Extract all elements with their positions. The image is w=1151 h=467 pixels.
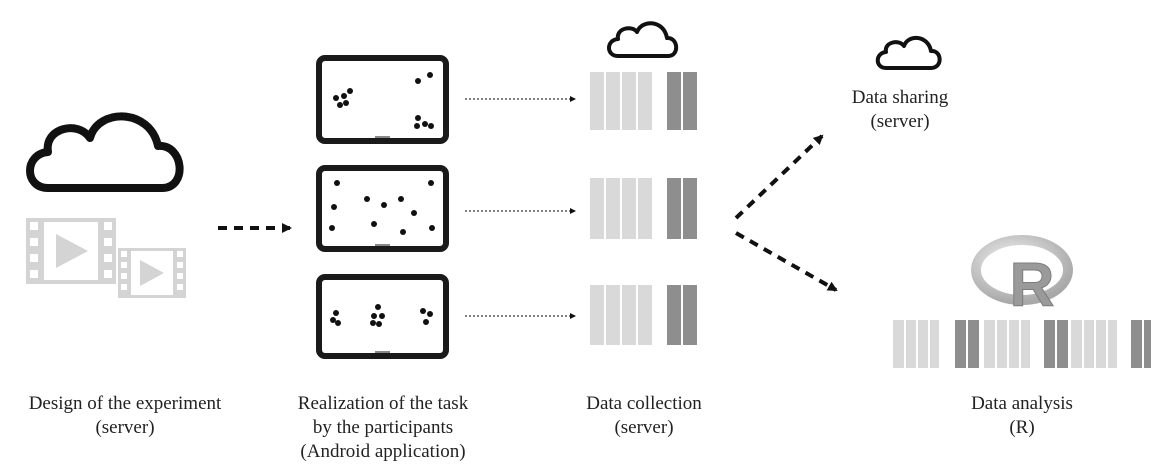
label-realization: Realization of the task by the participa… <box>263 392 503 464</box>
cloud-icon-design <box>26 112 184 192</box>
video-icon-large <box>26 218 116 284</box>
label-design: Design of the experiment (server) <box>0 392 250 440</box>
arrow-to-data-analysis <box>735 231 838 292</box>
label-realization-line-1: Realization of the task <box>297 393 469 414</box>
label-collection: Data collection (server) <box>554 392 734 440</box>
label-analysis-line-1: Data analysis <box>971 393 1073 414</box>
data-block-row-1 <box>590 72 697 130</box>
label-sharing-line-1: Data sharing <box>851 87 949 108</box>
tablet-1 <box>316 55 449 144</box>
label-collection-line-1: Data collection <box>586 393 702 414</box>
svg-text:R: R <box>1010 251 1055 320</box>
label-sharing-line-2: (server) <box>870 111 930 132</box>
label-realization-line-2: by the participants <box>312 417 454 438</box>
video-icon-small <box>118 248 186 298</box>
label-realization-line-3: (Android application) <box>300 441 466 462</box>
tablet-2 <box>316 165 449 252</box>
data-block-row-2 <box>590 178 697 239</box>
label-sharing: Data sharing (server) <box>820 86 980 134</box>
r-logo-icon: R <box>971 235 1073 321</box>
label-analysis: Data analysis (R) <box>942 392 1102 440</box>
arrow-to-data-sharing <box>734 134 824 220</box>
data-block-row-3 <box>590 285 697 345</box>
label-collection-line-2: (server) <box>614 417 674 438</box>
tablet-3 <box>316 274 449 359</box>
analysis-data-blocks <box>893 320 1151 368</box>
label-design-line-2: (server) <box>95 417 155 438</box>
cloud-icon-collection <box>607 21 679 58</box>
cloud-icon-sharing <box>875 36 942 70</box>
label-analysis-line-2: (R) <box>1009 417 1035 438</box>
label-design-line-1: Design of the experiment <box>28 393 222 414</box>
